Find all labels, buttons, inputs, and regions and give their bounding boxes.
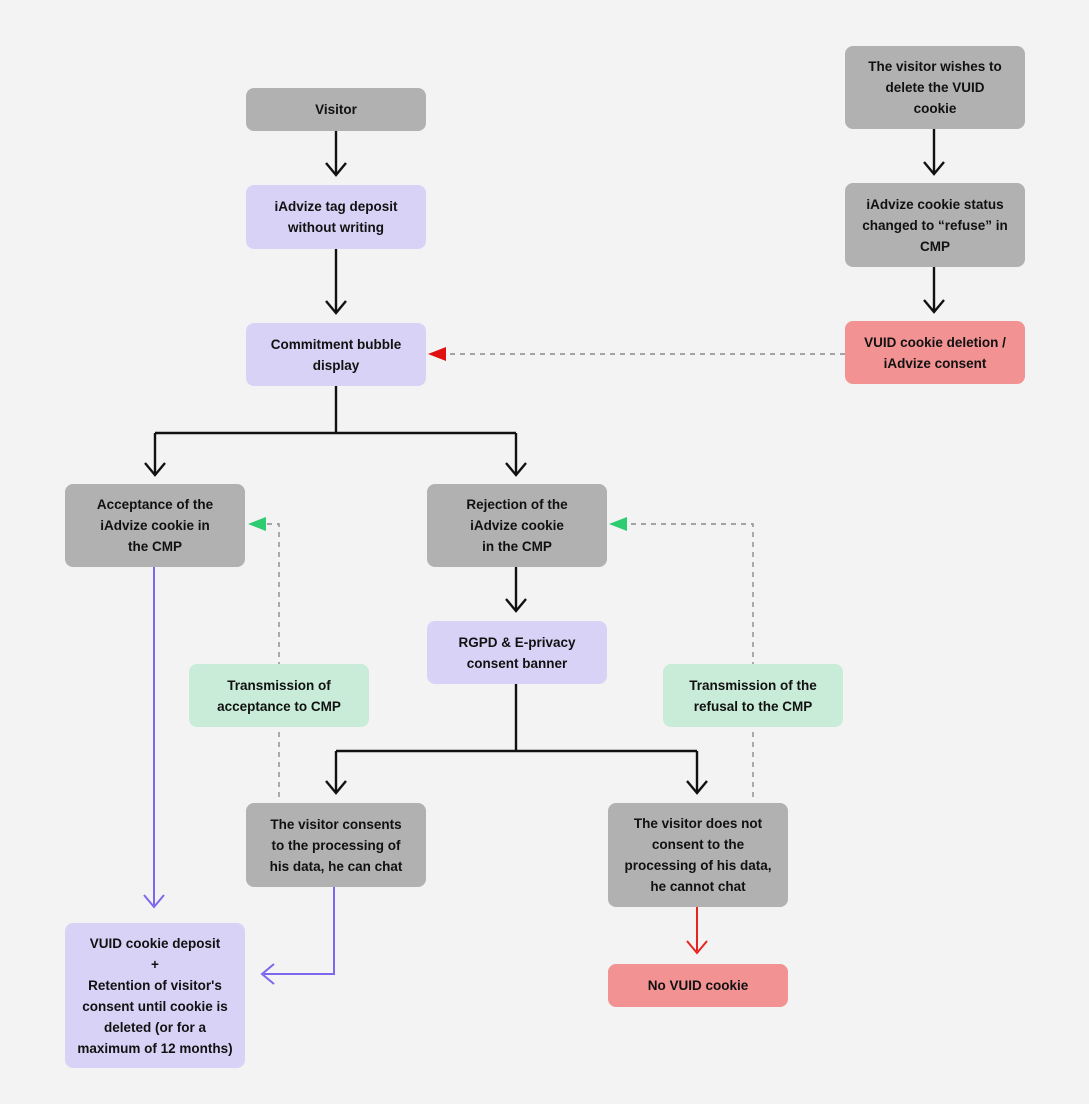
visitor-node: Visitor [246, 88, 426, 131]
arrow-consents-to-vuid [264, 887, 335, 975]
arrow-banner-split [334, 684, 699, 791]
consent-banner-node: RGPD & E-privacy consent banner [427, 621, 607, 684]
dashed-not-consent-to-rejection [627, 523, 754, 797]
no-vuid-node: No VUID cookie [608, 964, 788, 1007]
arrowhead-tag-to-bubble [325, 300, 347, 315]
arrowhead-not-consent-to-rejection [609, 517, 627, 531]
tag-deposit-node: iAdvize tag deposit without writing [246, 185, 426, 249]
arrow-bubble-split [153, 386, 518, 473]
transmission-acceptance-node: Transmission of acceptance to CMP [189, 664, 369, 727]
vuid-deposit-node: VUID cookie deposit + Retention of visit… [65, 923, 245, 1068]
arrowhead-wish-to-status [923, 161, 945, 176]
dashed-consents-to-acceptance [266, 523, 280, 797]
arrowhead-consents-to-acceptance [248, 517, 266, 531]
arrowhead-not-consent-to-no-vuid [686, 940, 708, 955]
vuid-deletion-node: VUID cookie deletion / iAdvize consent [845, 321, 1025, 384]
arrowhead-rejection-to-banner [505, 598, 527, 613]
arrowhead-acceptance-to-vuid [143, 894, 165, 909]
cookie-status-node: iAdvize cookie status changed to “refuse… [845, 183, 1025, 267]
acceptance-node: Acceptance of the iAdvize cookie in the … [65, 484, 245, 567]
arrowhead-visitor-to-tag [325, 162, 347, 177]
arrowhead-consents-to-vuid [260, 963, 275, 985]
arrowhead-banner-to-consents [325, 780, 347, 795]
rejection-node: Rejection of the iAdvize cookie in the C… [427, 484, 607, 567]
arrowhead-status-to-deletion [923, 299, 945, 314]
arrowhead-bubble-to-rejection [505, 462, 527, 477]
visitor-consents-node: The visitor consents to the processing o… [246, 803, 426, 887]
arrowhead-bubble-to-acceptance [144, 462, 166, 477]
visitor-not-consent-node: The visitor does not consent to the proc… [608, 803, 788, 907]
commitment-bubble-node: Commitment bubble display [246, 323, 426, 386]
transmission-refusal-node: Transmission of the refusal to the CMP [663, 664, 843, 727]
delete-wish-node: The visitor wishes to delete the VUID co… [845, 46, 1025, 129]
arrowhead-banner-to-not-consent [686, 780, 708, 795]
arrowhead-deletion-to-bubble [428, 347, 446, 361]
